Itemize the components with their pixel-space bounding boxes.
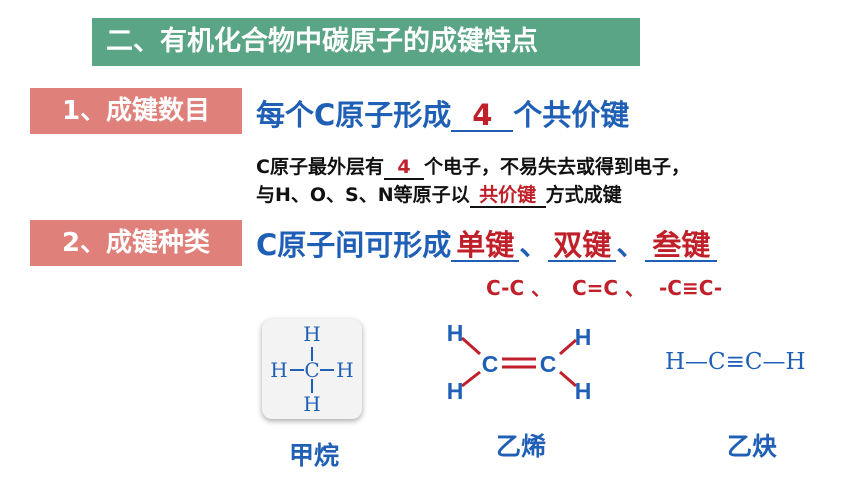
hydrogen-atom: H [303,322,320,346]
methane-structure: H H C H H [270,322,353,416]
hydrogen-atom: H [447,320,464,346]
detail-line-1-pre: C原子最外层有 [256,156,384,178]
detail-line-2-post: 方式成键 [545,184,622,206]
single-bond-answer: 单键 [451,230,520,263]
section-tag-bond-kinds: 2、成键种类 [30,220,242,266]
carbon-atom: C [482,351,499,377]
triple-bond-answer: 叁键 [645,230,718,263]
bond-count-statement-post: 个共价键 [513,98,630,132]
acetylene-label: 乙炔 [727,432,778,461]
detail-line-2-pre: 与H、O、S、N等原子以 [256,184,470,206]
bond-line [461,336,481,356]
hydrogen-atom: H [303,392,320,416]
hydrogen-atom: H [575,324,592,350]
ethylene-label: 乙烯 [496,432,547,461]
carbon-atom: C [304,358,319,382]
ethylene-structure: H H C C H H [447,320,592,404]
bond-kinds-statement-pre: C原子间可形成 [256,228,452,262]
double-bond-answer: 双键 [548,230,617,263]
methane-label: 甲烷 [289,441,340,470]
hydrogen-atom: H [270,358,287,382]
bond-kinds-statement: C原子间可形成单键、双键、叁键 [256,222,718,264]
hydrogen-atom: H [575,378,592,404]
bond-count-statement-pre: 每个C原子形成 [256,98,452,132]
carbon-atom: C [540,351,557,377]
separator: 、 [616,228,646,262]
bond-line [559,338,577,356]
hydrogen-atom: H [447,378,464,404]
bond-type-answer: 共价键 [469,185,546,208]
acetylene-formula: H—C≡C—H [665,349,806,375]
separator: 、 [519,228,549,262]
page-title: 二、有机化合物中碳原子的成键特点 [92,18,640,66]
bond-count-answer: 4 [451,100,514,133]
methane-structure-card: H H C H H [262,319,362,419]
electron-count-answer: 4 [383,157,424,180]
bond-formulas: C-C 、 C=C 、 -C≡C- [486,276,723,300]
detail-line-1-post: 个电子，不易失去或得到电子， [423,156,690,178]
detail-line-2: 与H、O、S、N等原子以共价键方式成键 [256,180,622,208]
bond-line [559,370,577,388]
hydrogen-atom: H [336,358,353,382]
bond-line [461,370,481,388]
section-tag-bond-count: 1、成键数目 [30,88,242,134]
